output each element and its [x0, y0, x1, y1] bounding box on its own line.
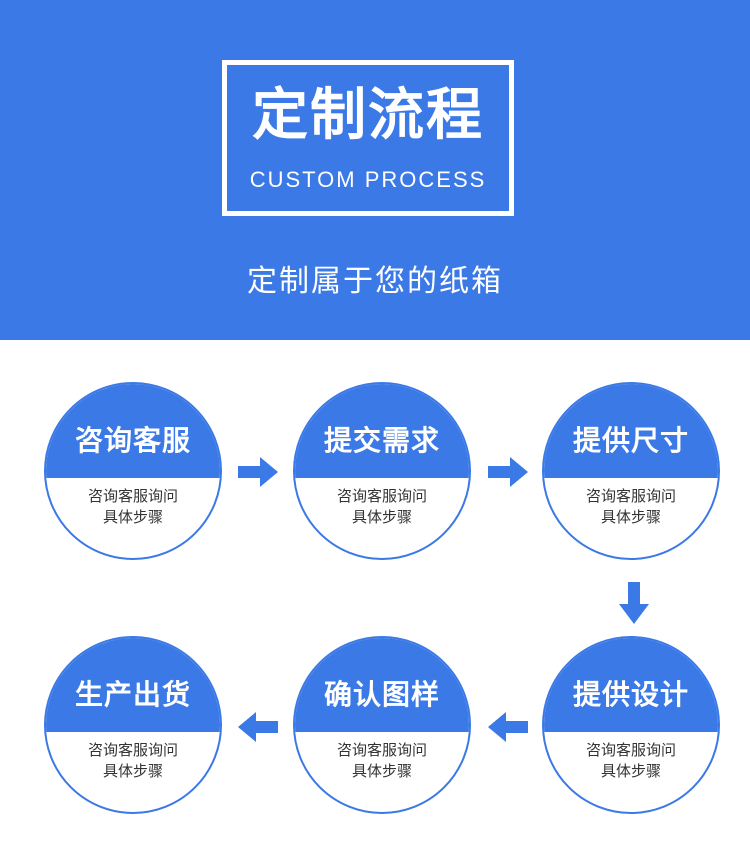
- header-banner: 定制流程 CUSTOM PROCESS 定制属于您的纸箱: [0, 0, 750, 340]
- step-title: 确认图样: [323, 678, 440, 711]
- page-subtitle: 定制属于您的纸箱: [247, 264, 503, 299]
- step-description: 咨询客服询问具体步骤: [87, 487, 178, 526]
- title-frame: 定制流程 CUSTOM PROCESS: [222, 60, 514, 216]
- step-title: 提供尺寸: [572, 424, 689, 457]
- step-title: 咨询客服: [74, 424, 191, 457]
- step-title: 提交需求: [323, 424, 440, 457]
- arrow-down-icon: [619, 582, 649, 624]
- arrow-right-icon: [238, 457, 278, 487]
- step-description: 咨询客服询问具体步骤: [585, 487, 676, 526]
- arrow-right-icon: [488, 457, 528, 487]
- step-production-shipping: 生产出货 咨询客服询问具体步骤: [44, 636, 222, 814]
- step-provide-size: 提供尺寸 咨询客服询问具体步骤: [542, 382, 720, 560]
- step-confirm-sample: 确认图样 咨询客服询问具体步骤: [293, 636, 471, 814]
- arrow-left-icon: [238, 712, 278, 742]
- step-title: 提供设计: [572, 678, 689, 711]
- step-title: 生产出货: [74, 678, 191, 711]
- step-header: [295, 384, 469, 478]
- arrow-left-icon: [488, 712, 528, 742]
- step-header: [295, 638, 469, 732]
- step-provide-design: 提供设计 咨询客服询问具体步骤: [542, 636, 720, 814]
- step-description: 咨询客服询问具体步骤: [585, 741, 676, 780]
- step-header: [544, 638, 718, 732]
- step-description: 咨询客服询问具体步骤: [336, 741, 427, 780]
- step-submit-requirements: 提交需求 咨询客服询问具体步骤: [293, 382, 471, 560]
- step-header: [46, 384, 220, 478]
- step-description: 咨询客服询问具体步骤: [87, 741, 178, 780]
- page-title-english: CUSTOM PROCESS: [249, 167, 487, 192]
- step-consult: 咨询客服 咨询客服询问具体步骤: [44, 382, 222, 560]
- step-header: [544, 384, 718, 478]
- step-header: [46, 638, 220, 732]
- step-description: 咨询客服询问具体步骤: [336, 487, 427, 526]
- page-title: 定制流程: [252, 83, 484, 148]
